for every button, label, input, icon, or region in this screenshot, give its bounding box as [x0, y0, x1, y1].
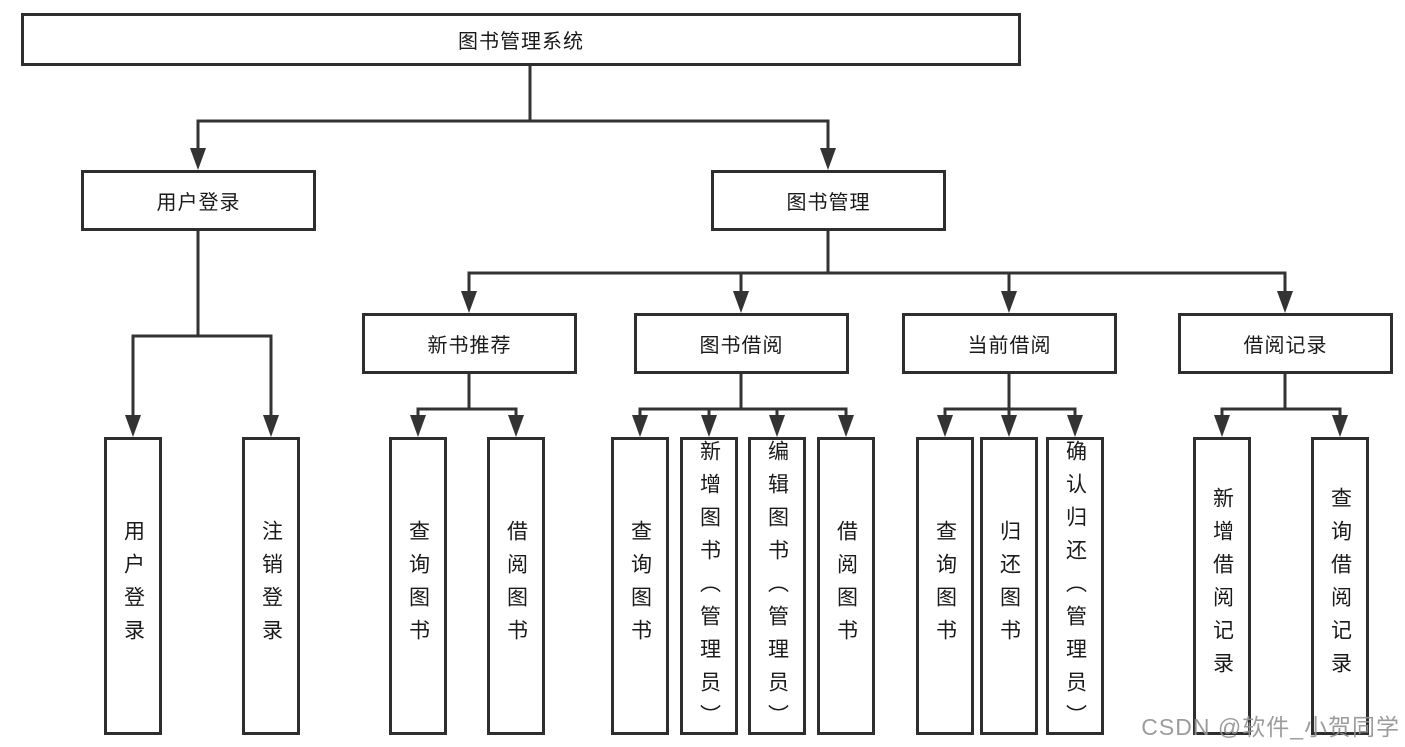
arrow-down-icon [1001, 291, 1017, 313]
leaf-user-login: 用户登录 [104, 437, 162, 735]
leaf-borrow-book: 借阅图书 [817, 437, 875, 735]
node-user-login-branch: 用户登录 [81, 170, 316, 231]
leaf-logout: 注销登录 [242, 437, 300, 735]
leaf-borrow-add-admin: 新增图书（管理员） [680, 437, 738, 737]
leaf-newbook-query: 查询图书 [389, 437, 447, 735]
arrow-down-icon [701, 415, 717, 437]
arrow-down-icon [190, 148, 206, 170]
arrow-down-icon [461, 291, 477, 313]
leaf-current-query: 查询图书 [916, 437, 974, 735]
node-book-management: 图书管理 [711, 170, 946, 231]
arrow-down-icon [820, 148, 836, 170]
node-current-borrow: 当前借阅 [902, 313, 1117, 374]
arrow-down-icon [1277, 291, 1293, 313]
arrow-down-icon [937, 415, 953, 437]
arrow-down-icon [838, 415, 854, 437]
leaf-current-return: 归还图书 [980, 437, 1038, 735]
arrow-down-icon [1001, 415, 1017, 437]
node-library-system: 图书管理系统 [21, 13, 1021, 66]
leaf-borrow-edit-admin: 编辑图书（管理员） [748, 437, 806, 737]
arrow-down-icon [125, 415, 141, 437]
connector-borrow-record [1214, 372, 1348, 437]
node-new-book-recommend: 新书推荐 [362, 313, 577, 374]
leaf-record-add: 新增借阅记录 [1193, 437, 1251, 735]
connector-book-management [461, 229, 1293, 313]
leaf-current-confirm-admin: 确认归还（管理员） [1046, 437, 1104, 737]
arrow-down-icon [769, 415, 785, 437]
connector-user-login [125, 229, 279, 437]
arrow-down-icon [632, 415, 648, 437]
arrow-down-icon [1067, 415, 1083, 437]
connector-root [190, 64, 836, 170]
leaf-record-query: 查询借阅记录 [1311, 437, 1369, 735]
arrow-down-icon [733, 291, 749, 313]
leaf-newbook-borrow: 借阅图书 [487, 437, 545, 735]
connector-book-borrow [632, 372, 854, 437]
arrow-down-icon [1332, 415, 1348, 437]
arrow-down-icon [263, 415, 279, 437]
leaf-borrow-query: 查询图书 [611, 437, 669, 735]
connector-current-borrow [937, 372, 1083, 437]
arrow-down-icon [1214, 415, 1230, 437]
arrow-down-icon [410, 415, 426, 437]
arrow-down-icon [508, 415, 524, 437]
csdn-watermark: CSDN @软件_小贺同学 [1141, 714, 1400, 740]
connector-new-book [410, 372, 524, 437]
node-book-borrow: 图书借阅 [634, 313, 849, 374]
node-borrow-record: 借阅记录 [1178, 313, 1393, 374]
